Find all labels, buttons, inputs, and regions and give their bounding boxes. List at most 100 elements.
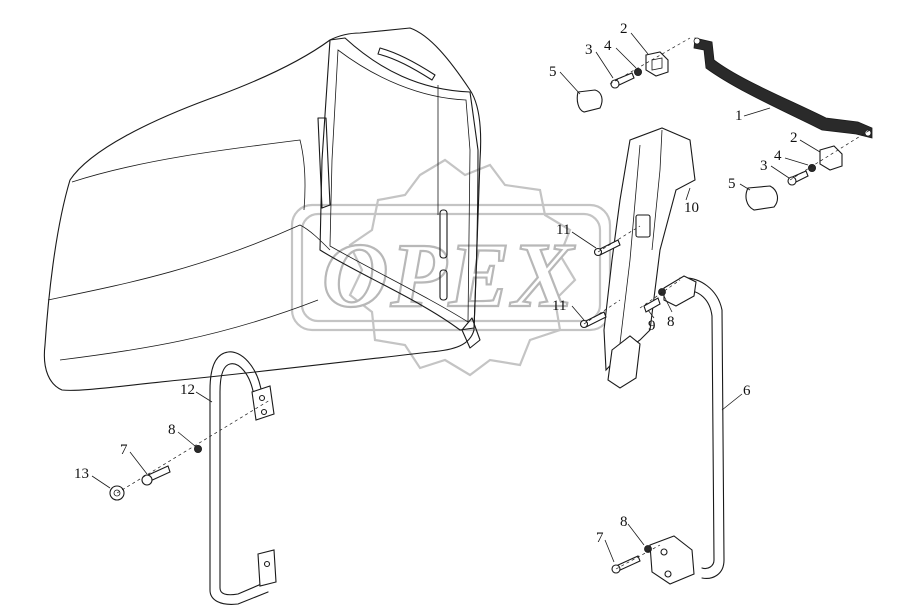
handrail-left-top-hole-1 [258, 394, 266, 402]
washer-8-left [193, 444, 202, 453]
assembly-line-left [116, 399, 271, 494]
callout-6: 6 [743, 383, 751, 399]
callout-8-left: 8 [168, 422, 176, 438]
side-bracket-lower-foot [607, 335, 641, 389]
handrail-left-top-plate [251, 385, 275, 421]
part-12-handrail-left [209, 351, 277, 605]
callout-7-rail: 7 [596, 530, 604, 546]
part-5-cap-upper [576, 89, 603, 113]
bar-bolt-hole-right [864, 129, 872, 137]
callout-4-upper: 4 [604, 38, 612, 54]
cab-door-post [317, 117, 331, 209]
assembly-line-bolt11-upper [597, 225, 641, 253]
leader-lines [91, 32, 821, 563]
assembly-line-bolt11-lower [583, 299, 621, 325]
leader-13 [91, 475, 111, 489]
watermark-frame-inner [300, 212, 602, 323]
callout-11-lower: 11 [552, 298, 566, 314]
part-11-bolts [579, 239, 621, 329]
cab-shell-outline [43, 27, 482, 391]
part-3-bolt-head-upper [610, 79, 620, 89]
handrail-left-top-hole-2 [260, 408, 268, 416]
watermark-frame [290, 203, 612, 332]
assembly-lines [116, 37, 871, 570]
part-4-washer-right [808, 163, 817, 172]
callout-3-right: 3 [760, 158, 768, 174]
part-1-mounting-bar [693, 37, 873, 139]
fastener-group-upper [576, 51, 669, 113]
leader-6 [721, 393, 743, 411]
side-bracket-tab [635, 214, 651, 238]
callout-5-upper: 5 [549, 64, 557, 80]
leader-8a [177, 431, 196, 447]
washer-8-rail-top [658, 288, 666, 296]
cab-slot-lower [439, 269, 448, 301]
leader-9 [647, 309, 655, 319]
fasteners-rail-bottom [611, 545, 652, 574]
bar-bolt-hole-left [693, 37, 701, 45]
leader-7a [129, 451, 148, 475]
nut-13-hole [113, 489, 121, 497]
handrail-right-inner [683, 289, 715, 570]
callout-5-right: 5 [728, 176, 736, 192]
handrail-right-outer [679, 277, 725, 579]
cab-bottom-bracket [461, 317, 481, 349]
part-2-bracket-right [819, 145, 843, 171]
part-4-washer-upper [634, 68, 643, 77]
cab-slot-upper [439, 209, 448, 259]
leader-8b [627, 523, 645, 546]
leader-5b [739, 183, 751, 191]
leader-11a [571, 231, 597, 249]
mounting-bar-body [693, 37, 873, 139]
handrail-right-bottom-plate [649, 535, 695, 585]
fastener-group-right [745, 145, 843, 211]
assembly-line-rail-top [639, 279, 681, 309]
handrail-right-top-plate [663, 275, 697, 307]
handrail-left-bottom-plate [257, 549, 277, 587]
bracket-upper-slot [651, 57, 663, 71]
callout-1: 1 [735, 108, 743, 124]
callout-13: 13 [74, 466, 89, 482]
cab-lower-face [59, 299, 319, 361]
handrail-bottom-hole-1 [660, 548, 668, 556]
cab-body [43, 27, 482, 391]
callout-3-upper: 3 [585, 42, 593, 58]
callout-2-right: 2 [790, 130, 798, 146]
part-5-cap-right [745, 185, 779, 211]
leader-4a [615, 47, 637, 69]
part-10-side-bracket [603, 127, 696, 389]
callout-labels: 1 2 2 3 3 4 4 5 5 6 7 7 8 8 8 9 10 11 11… [74, 21, 798, 546]
leader-7b [604, 539, 615, 563]
part-3-bolt-head-right [787, 176, 797, 186]
callout-11-upper: 11 [556, 222, 570, 238]
side-bracket-fold-2 [651, 129, 663, 251]
callout-4-right: 4 [774, 148, 782, 164]
part-6-handrail-right [649, 275, 725, 585]
leader-11b [571, 305, 585, 321]
cab-top-edge [71, 139, 306, 211]
handrail-left-inner [219, 363, 267, 596]
assembly-line-rail-bottom [615, 544, 661, 570]
part-2-bracket-upper [645, 51, 669, 77]
side-bracket-fold [617, 144, 641, 361]
callout-12: 12 [180, 382, 195, 398]
opex-watermark-logo: OPEX [290, 158, 612, 377]
leader-12 [195, 391, 213, 403]
handrail-bottom-hole-2 [664, 570, 672, 578]
cab-window-inner [329, 49, 471, 323]
assembly-line-right [789, 129, 871, 181]
side-bracket-body [603, 127, 696, 372]
leader-1 [743, 107, 771, 117]
callout-7-left: 7 [120, 442, 128, 458]
bolt-9-rail-top [643, 297, 661, 313]
leader-10 [685, 187, 691, 201]
leader-3b [770, 165, 790, 179]
leader-2b [799, 139, 821, 153]
callout-8-rail-bottom: 8 [620, 514, 628, 530]
callout-9: 9 [648, 318, 656, 334]
leader-2a [630, 32, 649, 55]
leader-5a [559, 71, 581, 95]
leader-3a [595, 51, 614, 79]
